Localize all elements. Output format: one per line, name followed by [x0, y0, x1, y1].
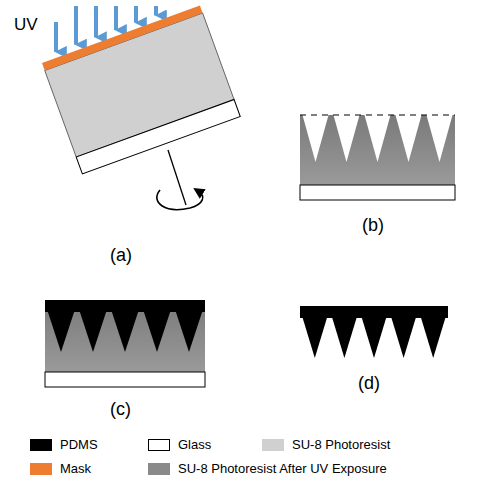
uv-ray [154, 6, 158, 16]
uv-ray [74, 6, 78, 45]
cone [80, 311, 107, 352]
original-surface [300, 114, 455, 115]
cone [176, 311, 203, 352]
glass-substrate [300, 185, 455, 200]
legend-swatch [148, 463, 170, 475]
pdms-cones [302, 317, 445, 358]
mask-layer [42, 6, 203, 71]
uv-ray [134, 6, 138, 23]
legend-text: SU-8 Photoresist After UV Exposure [178, 462, 387, 476]
glass-substrate [76, 100, 240, 174]
legend-swatch [148, 439, 170, 451]
cavities [302, 115, 452, 162]
cone [302, 317, 327, 358]
cone [144, 311, 171, 352]
legend-swatch [30, 463, 52, 475]
cone [302, 115, 328, 162]
cone [48, 311, 75, 352]
cone [333, 115, 359, 162]
uv-ray [94, 6, 98, 37]
legend-text: SU-8 Photoresist [292, 438, 390, 452]
legend-swatch [262, 439, 284, 451]
panel-label: (c) [110, 400, 131, 420]
cone [362, 317, 387, 358]
cone [426, 115, 452, 162]
uv-label: UV [14, 16, 38, 35]
panel-label: (a) [110, 246, 132, 266]
panel-label: (d) [358, 374, 380, 394]
uv-ray [54, 22, 58, 52]
cone [112, 311, 139, 352]
legend-text: Glass [178, 438, 211, 452]
exposed-su8 [300, 115, 455, 185]
legend-text: Mask [60, 462, 91, 476]
cone [395, 115, 421, 162]
uv-ray [114, 6, 118, 30]
tilted-stack [42, 6, 240, 174]
pdms-layer [300, 306, 448, 318]
exposed-su8 [45, 300, 205, 372]
panel-label: (b) [362, 216, 384, 236]
legend-text: PDMS [60, 438, 98, 452]
cone [364, 115, 390, 162]
pdms-layer [45, 300, 205, 312]
rotation-arrow [157, 190, 203, 210]
cone [332, 317, 357, 358]
cone [391, 317, 416, 358]
pdms-cones [48, 311, 203, 352]
rotation-axis [168, 150, 186, 205]
cone [421, 317, 446, 358]
glass-substrate [45, 372, 205, 387]
legend-swatch [30, 439, 52, 451]
